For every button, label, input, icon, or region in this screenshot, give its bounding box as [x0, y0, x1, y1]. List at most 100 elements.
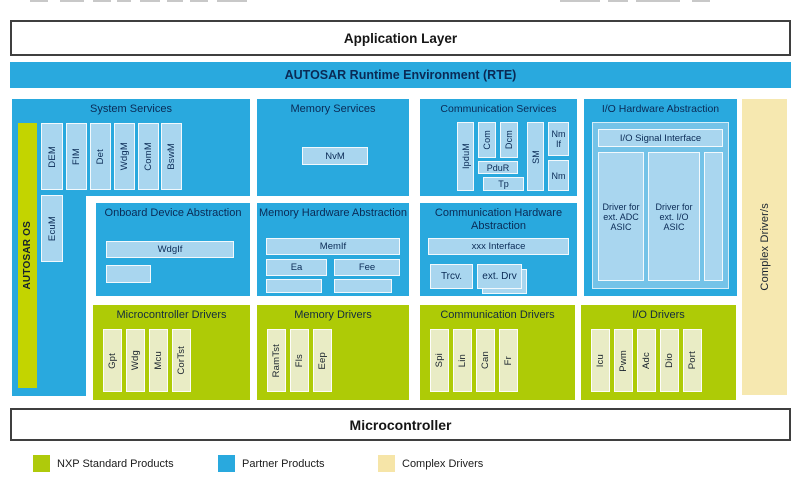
module-trcv-label: Trcv. [440, 271, 463, 282]
module-pdur-label: PduR [486, 162, 510, 173]
autosar-os-label: AUTOSAR OS [22, 221, 33, 290]
module-gpt: Gpt [103, 329, 122, 392]
autosar-os-bar: AUTOSAR OS [18, 123, 37, 388]
module-dcm-label: Dcm [504, 130, 514, 150]
legend-swatch-nxp-green [33, 455, 50, 472]
driver-ext-io-asic-label: Driver for ext. I/O ASIC [655, 201, 693, 232]
module-pwm: Pwm [614, 329, 633, 392]
block-communication-drivers: Communication Drivers Spi Lin Can Fr [420, 305, 575, 400]
block-memory-services: Memory Services NvM [257, 99, 409, 196]
application-layer-label: Application Layer [343, 30, 458, 46]
io-hw-panel: I/O Signal Interface Driver for ext. ADC… [592, 122, 729, 289]
module-fr: Fr [499, 329, 518, 392]
module-fee-stack [334, 279, 392, 293]
module-comm-label: ComM [143, 142, 154, 171]
rte-label: AUTOSAR Runtime Environment (RTE) [284, 68, 517, 82]
module-eep-label: Eep [317, 351, 328, 370]
legend-item-partner: Partner Products [218, 455, 325, 472]
module-dem: DEM [41, 123, 63, 190]
rte-bar: AUTOSAR Runtime Environment (RTE) [10, 62, 791, 88]
module-nm: Nm [548, 160, 569, 191]
block-communication-services: Communication Services IpduM Com Dcm Pdu… [420, 99, 577, 196]
block-io-drivers: I/O Drivers Icu Pwm Adc Dio Port [581, 305, 736, 400]
module-dcm: Dcm [500, 122, 518, 158]
module-fee: Fee [334, 259, 400, 276]
module-comm: ComM [138, 123, 159, 190]
legend-swatch-complex-cream [378, 455, 395, 472]
driver-ext-adc-asic-label: Driver for ext. ADC ASIC [602, 201, 640, 232]
module-trcv: Trcv. [430, 264, 473, 289]
communication-hw-abstraction-title: Communication Hardware Abstraction [434, 207, 563, 232]
module-lin: Lin [453, 329, 472, 392]
module-wdgm-label: WdgM [119, 142, 130, 171]
module-sm: SM [527, 122, 544, 191]
module-wdgif: WdgIf [106, 241, 234, 258]
module-ea-stack [266, 279, 322, 293]
onboard-device-abstraction-title: Onboard Device Abstraction [104, 207, 242, 219]
module-icu: Icu [591, 329, 610, 392]
memory-drivers-title: Memory Drivers [294, 309, 372, 321]
module-fls-label: Fls [294, 353, 305, 368]
module-ecum: EcuM [41, 195, 63, 262]
module-ecum-label: EcuM [46, 215, 58, 242]
module-nvm: NvM [302, 147, 368, 165]
io-drivers-title: I/O Drivers [632, 309, 685, 321]
module-pwm-label: Pwm [618, 349, 629, 372]
module-can-label: Can [480, 351, 491, 370]
memory-hw-abstraction-title: Memory Hardware Abstraction [259, 207, 407, 219]
legend-swatch-partner-blue [218, 455, 235, 472]
block-complex-drivers: Complex Driver/s [742, 99, 787, 395]
module-det-label: Det [95, 148, 106, 165]
module-wdg: Wdg [126, 329, 145, 392]
module-wdgif-label: WdgIf [157, 244, 183, 255]
microcontroller-box: Microcontroller [10, 408, 791, 441]
legend-item-complex: Complex Drivers [378, 455, 483, 472]
module-fee-label: Fee [358, 262, 376, 273]
block-microcontroller-drivers: Microcontroller Drivers Gpt Wdg Mcu CorT… [93, 305, 250, 400]
io-signal-interface-label: I/O Signal Interface [619, 132, 702, 144]
module-com: Com [478, 122, 496, 158]
module-fls: Fls [290, 329, 309, 392]
block-io-hw-abstraction: I/O Hardware Abstraction I/O Signal Inte… [584, 99, 737, 296]
communication-drivers-title: Communication Drivers [440, 309, 555, 321]
complex-drivers-label: Complex Driver/s [758, 203, 771, 291]
module-io-signal-interface: I/O Signal Interface [598, 129, 723, 147]
memory-services-title: Memory Services [290, 103, 376, 115]
legend-label-complex: Complex Drivers [402, 457, 484, 470]
module-fim-label: FIM [71, 148, 82, 165]
module-bswm: BswM [161, 123, 182, 190]
module-tp-label: Tp [498, 179, 509, 189]
legend-label-nxp: NXP Standard Products [57, 457, 174, 470]
block-onboard-device-abstraction: Onboard Device Abstraction WdgIf [96, 203, 250, 296]
module-memif: MemIf [266, 238, 400, 255]
module-wdg-label: Wdg [130, 350, 141, 371]
module-wdgm: WdgM [114, 123, 135, 190]
module-port: Port [683, 329, 702, 392]
module-mcu: Mcu [149, 329, 168, 392]
module-memif-label: MemIf [319, 241, 347, 252]
block-communication-hw-abstraction: Communication Hardware Abstraction xxx I… [420, 203, 577, 296]
module-sm-label: SM [530, 149, 541, 164]
legend-item-nxp: NXP Standard Products [33, 455, 174, 472]
module-eep: Eep [313, 329, 332, 392]
module-cortst: CorTst [172, 329, 191, 392]
module-ea: Ea [266, 259, 327, 276]
module-ext-drv-label: ext. Drv [482, 271, 517, 282]
module-can: Can [476, 329, 495, 392]
module-det: Det [90, 123, 111, 190]
module-spi: Spi [430, 329, 449, 392]
module-dio: Dio [660, 329, 679, 392]
module-driver-ext-adc-asic: Driver for ext. ADC ASIC [598, 152, 644, 281]
module-port-label: Port [687, 351, 698, 370]
block-memory-drivers: Memory Drivers RamTst Fls Eep [257, 305, 409, 400]
module-xxx-interface: xxx Interface [428, 238, 569, 255]
module-ipdum: IpduM [457, 122, 474, 191]
block-memory-hw-abstraction: Memory Hardware Abstraction MemIf Ea Fee [257, 203, 409, 296]
module-mcu-label: Mcu [153, 351, 164, 370]
module-nm-label: Nm [551, 170, 566, 181]
module-gpt-label: Gpt [107, 352, 118, 369]
module-nm-if: Nm If [548, 122, 569, 156]
module-xxx-interface-label: xxx Interface [471, 241, 526, 252]
module-ipdum-label: IpduM [460, 143, 471, 170]
